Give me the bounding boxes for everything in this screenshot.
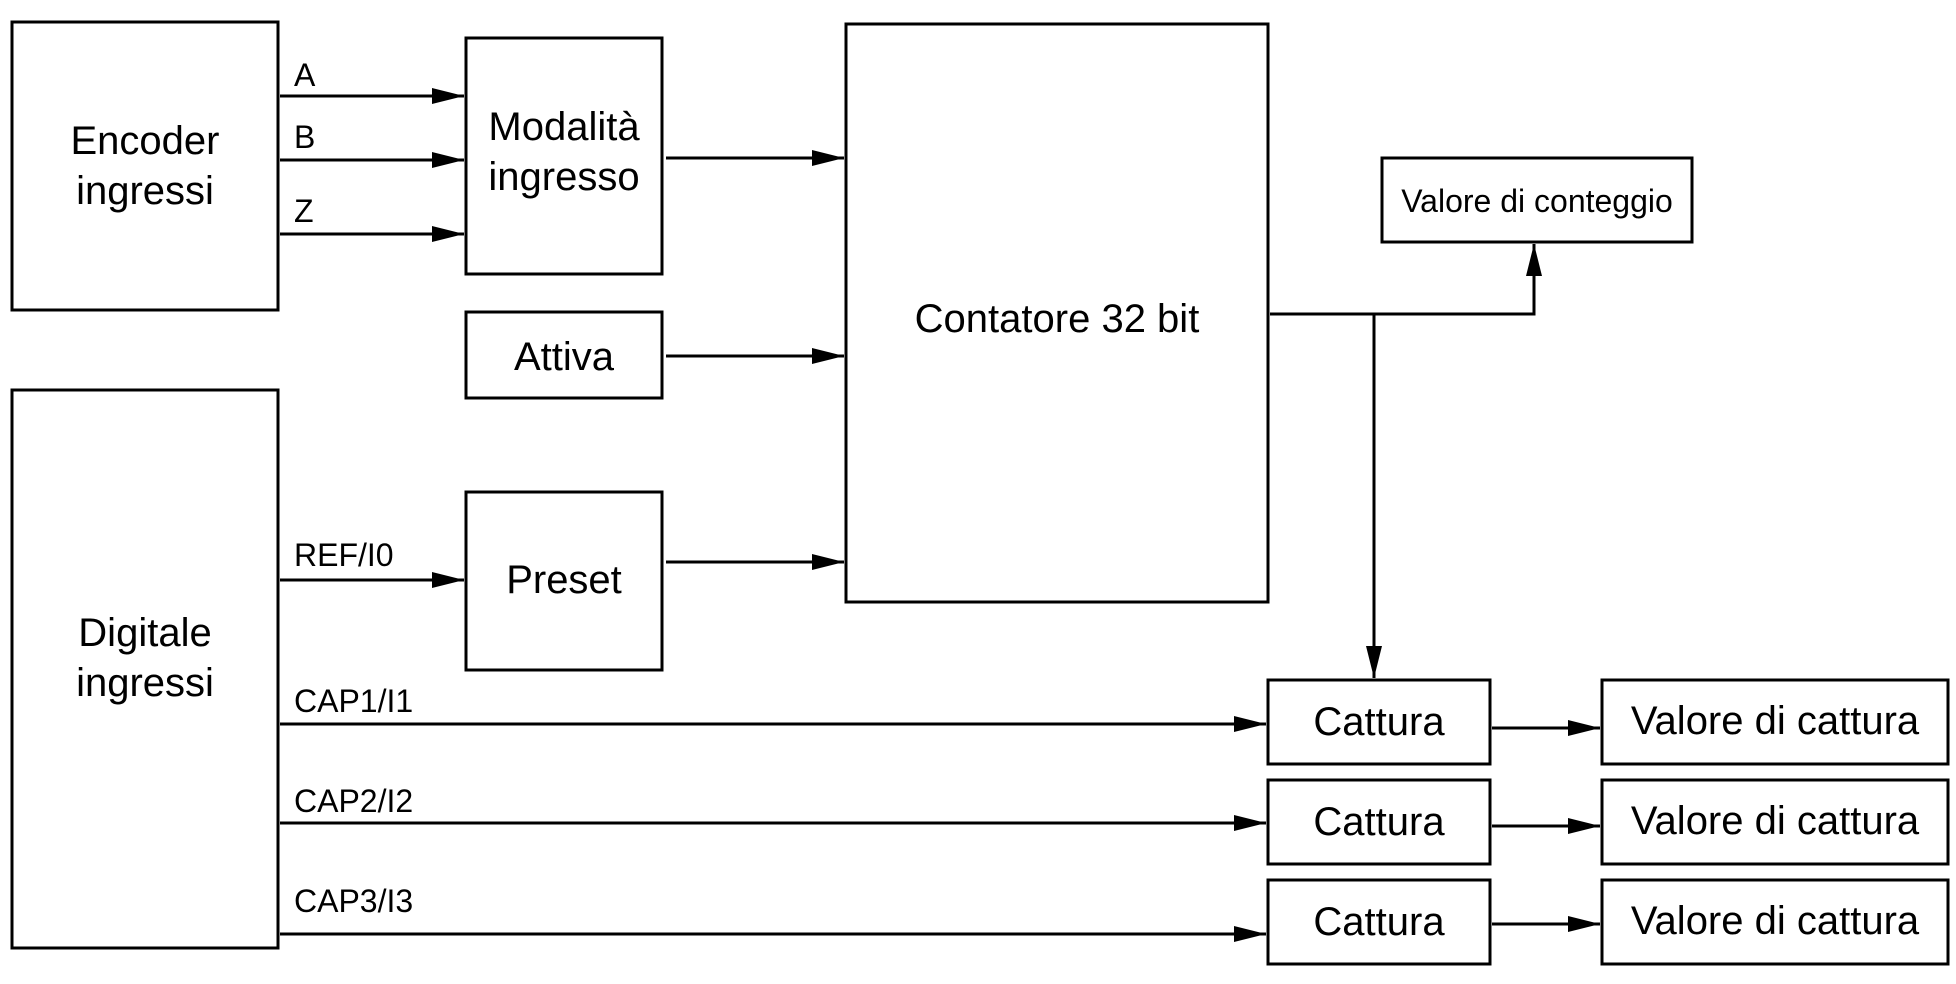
encoder-label-line1: Encoder xyxy=(71,119,220,163)
capture-value-label: Valore di cattura xyxy=(1631,799,1920,843)
capture-block-3: Cattura xyxy=(1266,878,1492,966)
capture-value-block-2: Valore di cattura xyxy=(1600,778,1950,866)
capture-value-label: Valore di cattura xyxy=(1631,699,1920,743)
capture-value-label: Valore di cattura xyxy=(1631,899,1920,943)
capture-value-block-1: Valore di cattura xyxy=(1600,678,1950,766)
digital-label-line1: Digitale xyxy=(78,611,211,655)
capture-label: Cattura xyxy=(1313,900,1445,944)
capture-label: Cattura xyxy=(1313,800,1445,844)
capture-label: Cattura xyxy=(1313,700,1445,744)
preset-label: Preset xyxy=(506,558,622,602)
enable-label: Attiva xyxy=(514,335,615,379)
preset-block: Preset xyxy=(464,490,664,672)
input-mode-label-line2: ingresso xyxy=(488,155,639,199)
signal-label-ref: REF/I0 xyxy=(294,537,394,573)
wire-counter-to-count-value xyxy=(1270,244,1542,316)
count-value-block: Valore di conteggio xyxy=(1380,156,1694,244)
digital-label-line2: ingressi xyxy=(76,661,214,705)
counter-label: Contatore 32 bit xyxy=(915,297,1200,341)
signal-label-a: A xyxy=(294,57,316,93)
counter-block: Contatore 32 bit xyxy=(844,22,1270,604)
input-mode-block: Modalità ingresso xyxy=(464,36,664,276)
count-value-label: Valore di conteggio xyxy=(1401,183,1673,219)
signal-label-b: B xyxy=(294,119,315,155)
signal-label-cap2: CAP2/I2 xyxy=(294,783,413,819)
capture-block-1: Cattura xyxy=(1266,678,1492,766)
enable-block: Attiva xyxy=(464,310,664,400)
input-mode-label-line1: Modalità xyxy=(488,105,640,149)
capture-block-2: Cattura xyxy=(1266,778,1492,866)
signal-label-cap3: CAP3/I3 xyxy=(294,883,413,919)
encoder-inputs-block: Encoder ingressi xyxy=(10,20,280,312)
digital-inputs-block: Digitale ingressi xyxy=(10,388,280,950)
encoder-label-line2: ingressi xyxy=(76,169,214,213)
signal-label-cap1: CAP1/I1 xyxy=(294,683,413,719)
capture-value-block-3: Valore di cattura xyxy=(1600,878,1950,966)
signal-label-z: Z xyxy=(294,193,314,229)
